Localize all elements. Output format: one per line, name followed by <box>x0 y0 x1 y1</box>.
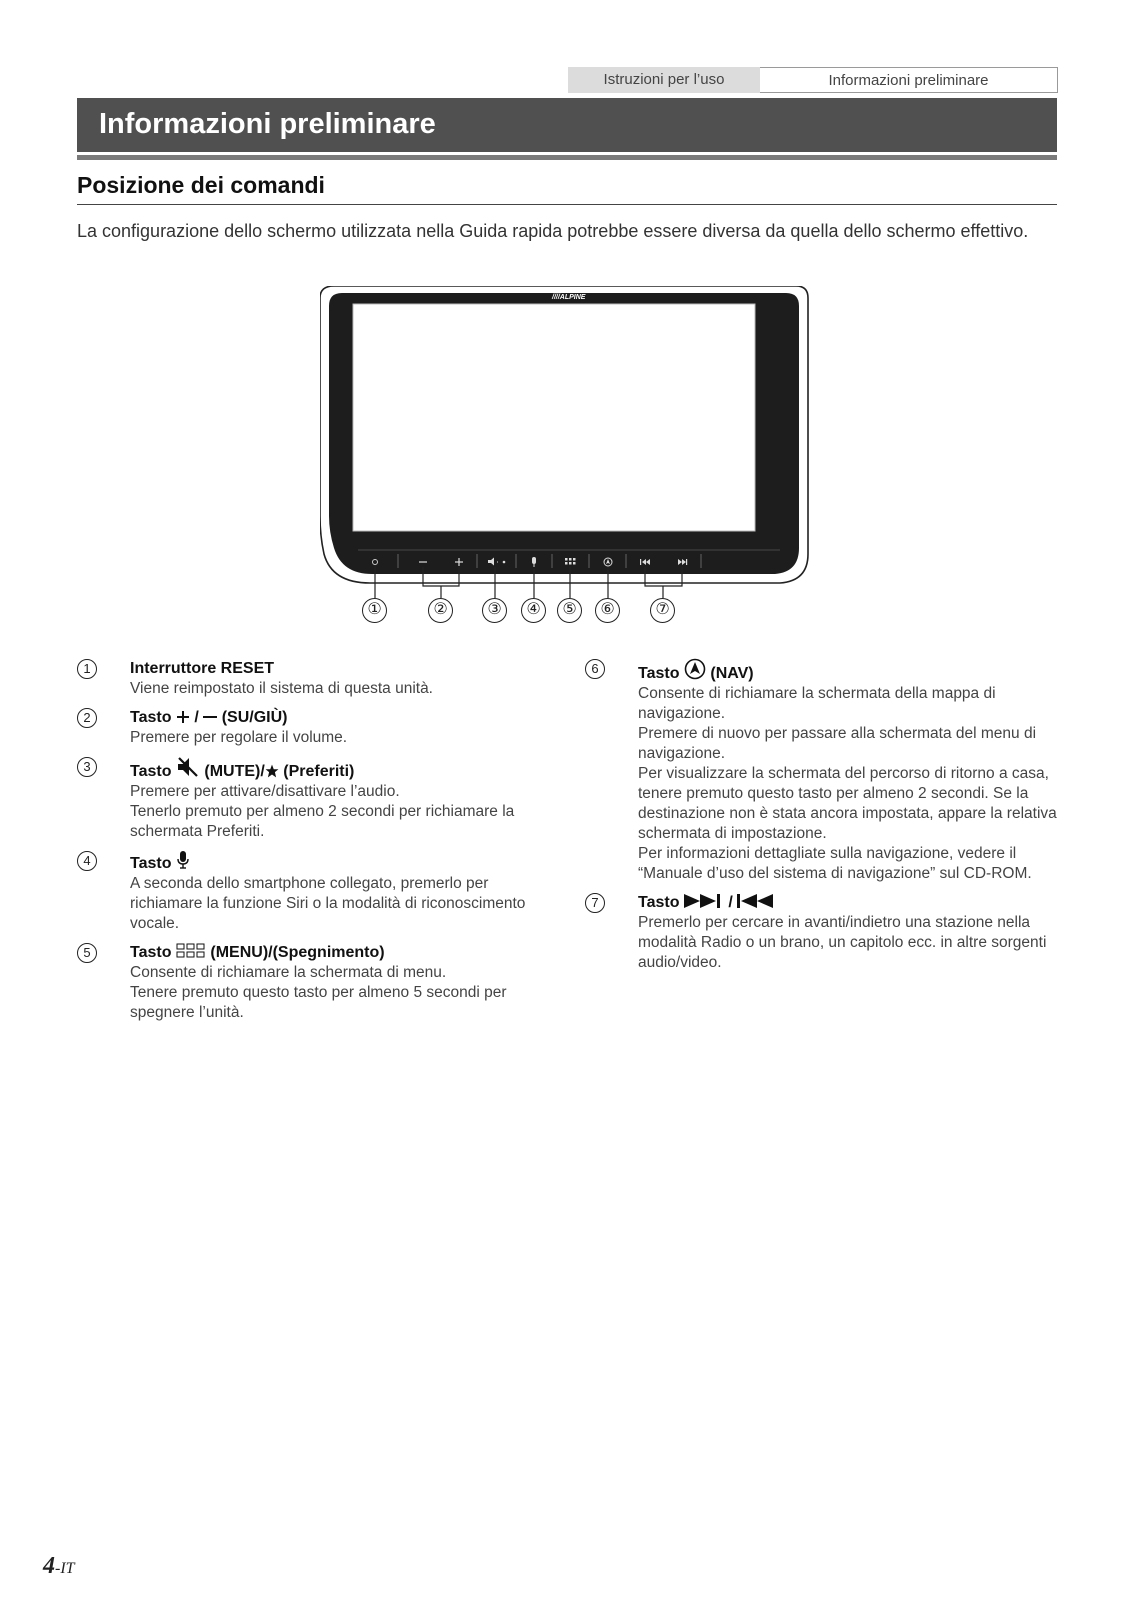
item-title: Tasto / (SU/GIÙ) <box>130 709 288 726</box>
intro-text: La configurazione dello schermo utilizza… <box>77 221 1029 241</box>
star-icon <box>265 764 279 778</box>
menu-grid-icon <box>176 943 205 958</box>
nav-button[interactable] <box>603 557 613 567</box>
item-desc: Per informazioni dettagliate sulla navig… <box>638 845 1032 882</box>
item-number: 4 <box>77 851 97 871</box>
reset-button[interactable] <box>372 559 378 565</box>
menu-button[interactable] <box>565 558 576 565</box>
item-number: 1 <box>77 659 97 679</box>
list-item: 7 Tasto / Premerlo per cercare in avanti… <box>585 892 1065 973</box>
brand-logo: ////ALPINE <box>551 294 586 301</box>
callout-5: ⑤ <box>557 598 582 623</box>
mute-icon <box>177 757 198 777</box>
item-desc: Consente di richiamare la schermata di m… <box>130 964 447 981</box>
volume-up-button[interactable] <box>455 558 463 566</box>
item-number: 2 <box>77 708 97 728</box>
controls-list-left: 1 Interruttore RESET Viene reimpostato i… <box>77 658 557 1031</box>
navigation-icon <box>684 658 706 680</box>
plus-icon <box>176 711 189 723</box>
tab-informazioni[interactable]: Informazioni preliminare <box>760 67 1058 93</box>
page-number: 4-IT <box>43 1553 75 1579</box>
item-desc: Tenere premuto questo tasto per almeno 5… <box>130 984 507 1021</box>
banner-rule <box>77 155 1057 160</box>
item-title: Tasto (MUTE)/ (Preferiti) <box>130 756 557 782</box>
section-rule <box>77 204 1057 205</box>
callout-4: ④ <box>521 598 546 623</box>
item-desc: Per visualizzare la schermata del percor… <box>638 765 1057 842</box>
item-desc: Viene reimpostato il sistema di questa u… <box>130 680 433 697</box>
item-desc: A seconda dello smartphone collegato, pr… <box>130 875 526 932</box>
list-item: 3 Tasto (MUTE)/ (Preferiti) Premere per … <box>77 756 557 842</box>
item-desc: Tenerlo premuto per almeno 2 secondi per… <box>130 803 515 840</box>
device-illustration: ////ALPINE <box>320 286 810 641</box>
item-title: Tasto <box>130 850 557 874</box>
callout-1: ① <box>362 598 387 623</box>
chapter-title: Informazioni preliminare <box>99 108 436 140</box>
list-item: 1 Interruttore RESET Viene reimpostato i… <box>77 658 557 699</box>
item-number: 5 <box>77 943 97 963</box>
item-number: 3 <box>77 757 97 777</box>
tab-istruzioni[interactable]: Istruzioni per l’uso <box>568 67 760 93</box>
device-drawing: ////ALPINE <box>320 286 809 598</box>
minus-icon <box>203 716 218 718</box>
previous-track-icon <box>737 894 774 908</box>
item-desc: Premere per regolare il volume. <box>130 729 348 746</box>
next-track-button[interactable] <box>678 559 688 565</box>
callout-6: ⑥ <box>595 598 620 623</box>
item-title: Tasto (NAV) <box>638 658 1065 684</box>
mute-favorite-button[interactable] <box>488 557 506 566</box>
item-title: Tasto (MENU)/(Spegnimento) <box>130 943 385 961</box>
list-item: 2 Tasto / (SU/GIÙ) Premere per regolare … <box>77 707 557 748</box>
next-track-icon <box>683 894 720 908</box>
item-desc: Premerlo per cercare in avanti/indietro … <box>638 914 1047 971</box>
item-number: 7 <box>585 893 605 913</box>
list-item: 4 Tasto A seconda dello smartphone colle… <box>77 850 557 934</box>
callout-2: ② <box>428 598 453 623</box>
section-title: Posizione dei comandi <box>77 172 325 198</box>
item-desc: Premere per attivare/disattivare l’audio… <box>130 783 400 800</box>
list-item: 5 Tasto (MENU)/(Spegnimento) Consente di… <box>77 942 557 1023</box>
controls-list-right: 6 Tasto (NAV) Consente di richiamare la … <box>585 658 1065 981</box>
item-desc: Consente di richiamare la schermata dell… <box>638 685 996 722</box>
list-item: 6 Tasto (NAV) Consente di richiamare la … <box>585 658 1065 884</box>
callout-3: ③ <box>482 598 507 623</box>
microphone-icon <box>177 851 189 869</box>
item-desc: Premere di nuovo per passare alla scherm… <box>638 725 1037 762</box>
voice-button[interactable] <box>532 557 536 567</box>
chapter-banner: Informazioni preliminare <box>77 98 1057 152</box>
item-title: Tasto / <box>638 892 1065 913</box>
previous-track-button[interactable] <box>640 559 650 565</box>
item-title: Interruttore RESET <box>130 660 275 677</box>
callout-7: ⑦ <box>650 598 675 623</box>
item-number: 6 <box>585 659 605 679</box>
header-tabs: Istruzioni per l’uso Informazioni prelim… <box>568 67 1058 93</box>
